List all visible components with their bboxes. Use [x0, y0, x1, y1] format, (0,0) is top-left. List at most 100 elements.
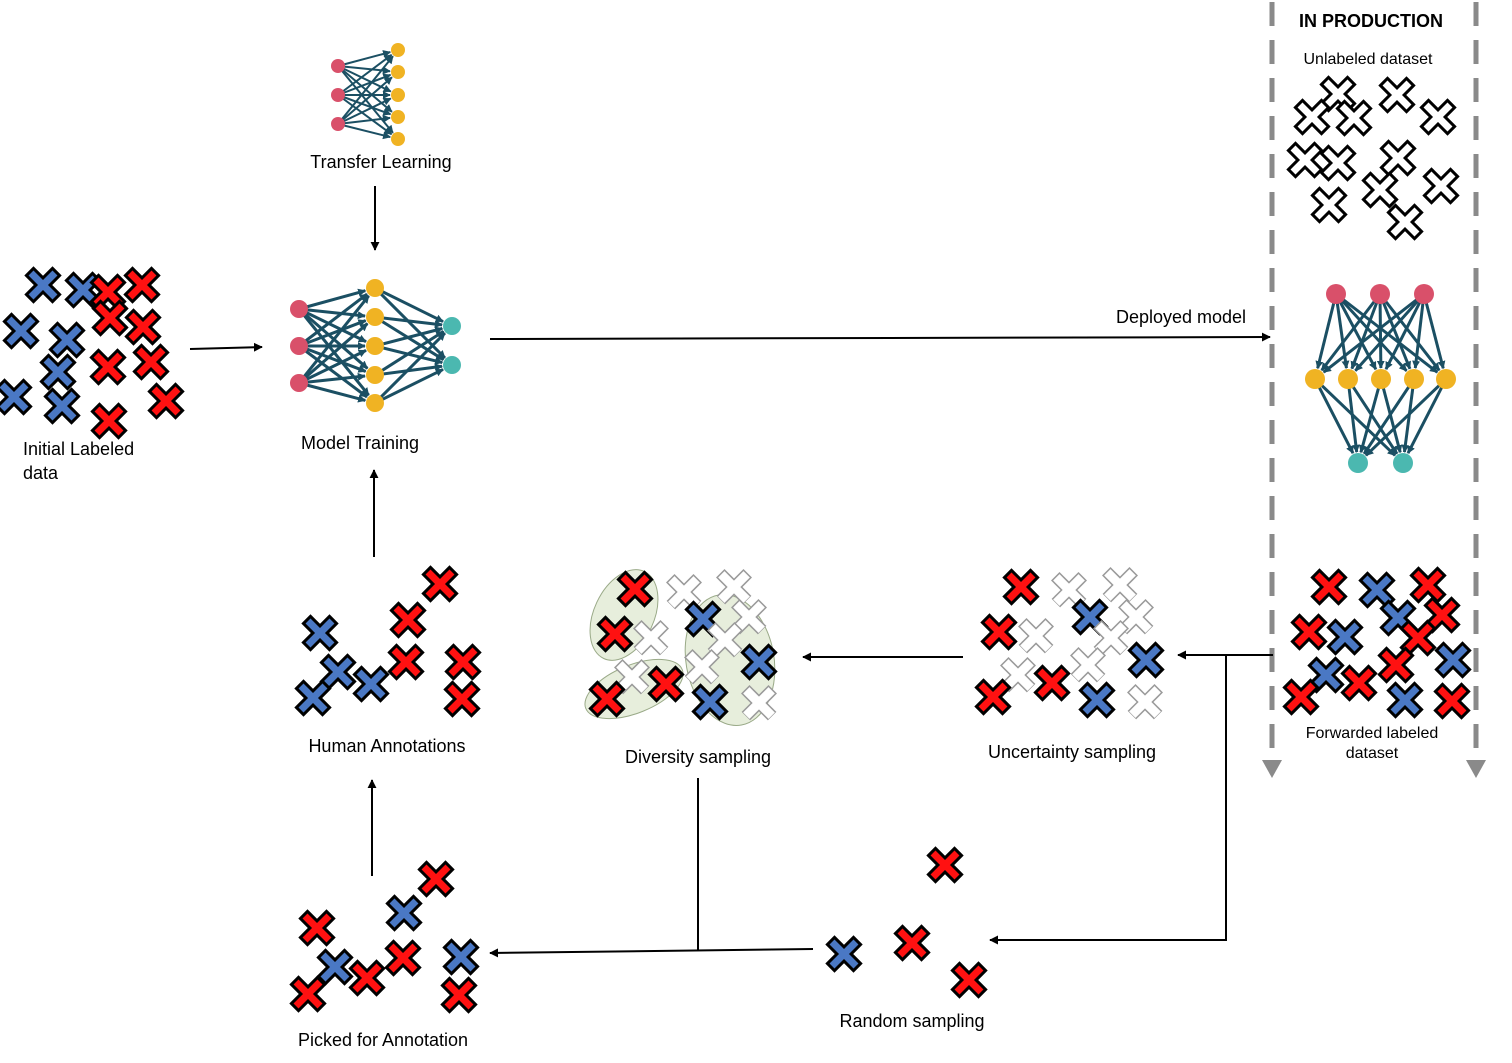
labels: IN PRODUCTION Unlabeled dataset Transfer… — [23, 11, 1443, 1050]
cross-marker-icon — [1118, 599, 1154, 635]
cross-marker-icon — [294, 679, 332, 717]
neural-networks — [290, 43, 1456, 473]
cross-marker-icon — [123, 266, 161, 304]
cross-marker-icon — [1433, 682, 1471, 720]
unlabeled-dataset-label: Unlabeled dataset — [1304, 51, 1434, 68]
cross-marker-icon — [1286, 141, 1324, 179]
cross-marker-icon — [1127, 684, 1163, 720]
cross-marker-icon — [1310, 186, 1348, 224]
cross-marker-icon — [614, 659, 650, 695]
cross-marker-icon — [1409, 566, 1447, 604]
network-node — [391, 88, 405, 102]
cross-marker-icon — [950, 961, 988, 999]
cross-marker-icon — [1033, 664, 1071, 702]
cross-marker-icon — [1434, 641, 1472, 679]
network-node — [290, 374, 308, 392]
network-node — [1305, 369, 1325, 389]
network-node — [391, 132, 405, 146]
cross-marker-icon — [1399, 619, 1437, 657]
network-node — [391, 43, 405, 57]
training-network-icon — [290, 279, 461, 412]
network-node — [366, 308, 384, 326]
transfer-learning-label: Transfer Learning — [310, 152, 451, 172]
cross-marker-icon — [89, 348, 127, 386]
cross-marker-icon — [740, 643, 778, 681]
cross-marker-icon — [1070, 647, 1106, 683]
human-annotations-label: Human Annotations — [308, 736, 465, 756]
cross-marker-icon — [1361, 171, 1399, 209]
cross-marker-icon — [316, 948, 354, 986]
cross-marker-icon — [89, 273, 127, 311]
cross-marker-icon — [1335, 99, 1373, 137]
network-node — [331, 117, 345, 131]
cross-marker-icon — [731, 599, 767, 635]
cross-marker-icon — [1002, 568, 1040, 606]
forwarded-cross-group — [1282, 566, 1472, 720]
cross-marker-icon — [298, 909, 336, 947]
cross-marker-icon — [1127, 641, 1165, 679]
cross-marker-icon — [389, 601, 427, 639]
random-sampling-label: Random sampling — [839, 1011, 984, 1031]
cross-marker-icon — [301, 614, 339, 652]
deployed-network-icon — [1305, 284, 1456, 473]
cross-marker-icon — [825, 935, 863, 973]
network-node — [290, 337, 308, 355]
forwarded-label-line2: dataset — [1346, 745, 1399, 762]
cross-marker-icon — [588, 680, 626, 718]
network-node — [443, 317, 461, 335]
cross-marker-icon — [442, 938, 480, 976]
arrow-forwarded-to-random — [989, 655, 1227, 945]
model-training-label: Model Training — [301, 433, 419, 453]
cross-marker-icon — [1000, 657, 1036, 693]
cross-marker-icon — [1377, 646, 1415, 684]
cross-marker-icon — [147, 382, 185, 420]
cross-marker-icon — [384, 939, 422, 977]
cross-marker-icon — [421, 565, 459, 603]
cross-marker-icon — [926, 846, 964, 884]
random-cross-group — [825, 846, 988, 999]
cross-marker-icon — [1290, 613, 1328, 651]
cross-marker-icon — [684, 649, 720, 685]
network-node — [391, 110, 405, 124]
initial-cross-group — [0, 266, 185, 440]
cross-marker-icon — [39, 353, 77, 391]
cross-marker-icon — [1071, 598, 1109, 636]
production-zone — [1262, 2, 1486, 778]
cross-marker-icon — [1093, 620, 1129, 656]
arrow-random-to-picked — [489, 948, 814, 958]
network-node — [1436, 369, 1456, 389]
cross-marker-icon — [684, 600, 722, 638]
network-node — [366, 394, 384, 412]
cross-marker-icon — [647, 665, 685, 703]
cross-marker-icon — [1051, 572, 1087, 608]
cross-marker-icon — [444, 643, 482, 681]
network-node — [1393, 453, 1413, 473]
network-node — [366, 279, 384, 297]
network-node — [290, 300, 308, 318]
unlabeled-cross-group — [1286, 75, 1460, 241]
cross-marker-icon — [43, 387, 81, 425]
cross-marker-icon — [1307, 656, 1345, 694]
diversity-cross-group — [588, 569, 778, 721]
cross-marker-icon — [1358, 571, 1396, 609]
cross-marker-icon — [616, 570, 654, 608]
cross-marker-icon — [707, 622, 743, 658]
cross-marker-icon — [1422, 167, 1460, 205]
cross-marker-icon — [443, 680, 481, 718]
cross-marker-icon — [24, 266, 62, 304]
cross-marker-icon — [0, 378, 33, 416]
production-right-arrow-icon — [1466, 760, 1486, 778]
cross-marker-icon — [1326, 618, 1364, 656]
initial-labeled-label-line1: Initial Labeled — [23, 439, 134, 459]
cross-marker-icon — [716, 569, 752, 605]
network-node — [366, 337, 384, 355]
cross-marker-icon — [1078, 681, 1116, 719]
human-cross-group — [294, 565, 482, 718]
cross-marker-icon — [91, 299, 129, 337]
uncertainty-sampling-label: Uncertainty sampling — [988, 742, 1156, 762]
initial-labeled-label-line2: data — [23, 463, 59, 483]
deployed-model-label: Deployed model — [1116, 307, 1246, 327]
cross-marker-icon — [2, 312, 40, 350]
cross-marker-icon — [1282, 678, 1320, 716]
